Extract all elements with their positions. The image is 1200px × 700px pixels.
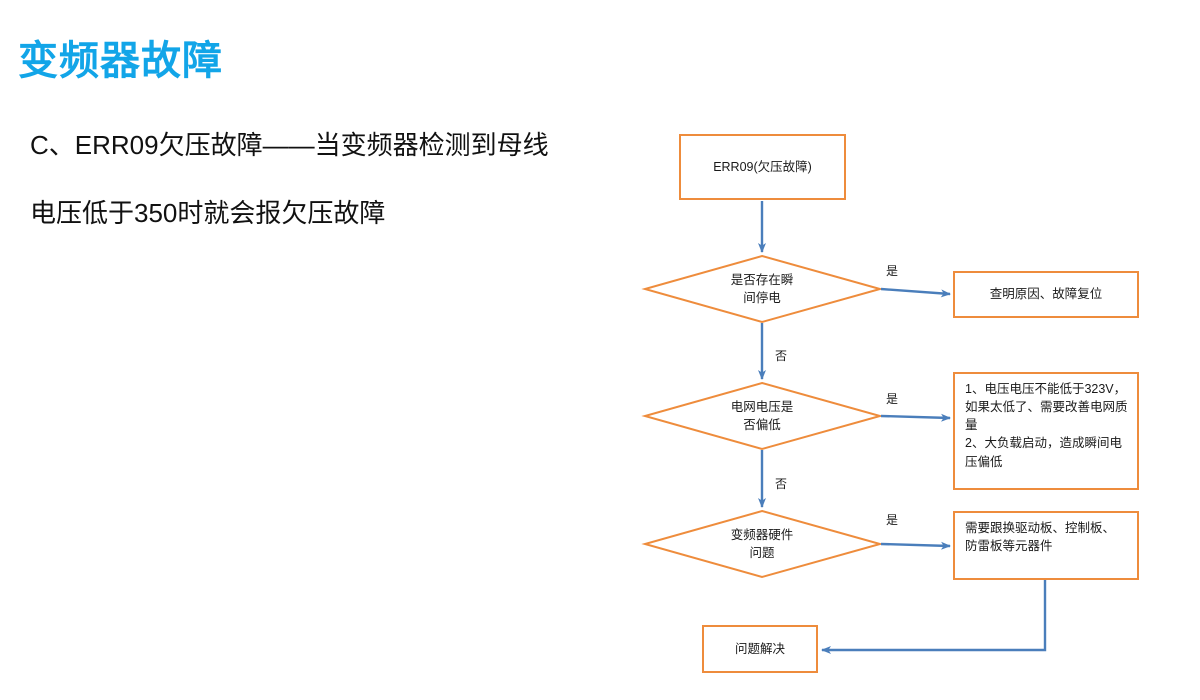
replace-boards-line-1: 需要跟换驱动板、控制板、 xyxy=(965,521,1116,535)
page-title: 变频器故障 xyxy=(18,39,223,83)
decision-hardware-shape[interactable] xyxy=(641,509,884,579)
decision-momentary-outage-shape[interactable] xyxy=(641,254,884,324)
node-resolved-label: 问题解决 xyxy=(734,641,785,656)
connector-decision1-yes xyxy=(880,287,951,298)
voltage-advice-line-5: 压偏低 xyxy=(965,454,1003,469)
node-resolved[interactable]: 问题解决 xyxy=(702,625,818,673)
voltage-advice-line-4: 2、大负载启动，造成瞬间电 xyxy=(965,436,1122,451)
replace-boards-line-2: 防雷板等元器件 xyxy=(965,539,1053,554)
node-find-cause[interactable]: 查明原因、故障复位 xyxy=(953,271,1139,318)
edge-label-no-2: 否 xyxy=(775,477,788,491)
decision-grid-voltage-shape[interactable] xyxy=(641,381,884,451)
voltage-advice-line-3: 量 xyxy=(965,418,978,433)
node-start[interactable]: ERR09(欠压故障) xyxy=(679,134,846,200)
edge-label-no-1: 否 xyxy=(775,349,788,363)
node-voltage-advice[interactable]: 1、电压电压不能低于323V， 如果太低了、需要改善电网质 量 2、大负载启动，… xyxy=(953,372,1139,490)
voltage-advice-line-1: 1、电压电压不能低于323V， xyxy=(965,382,1127,396)
node-replace-boards[interactable]: 需要跟换驱动板、控制板、 防雷板等元器件 xyxy=(953,511,1139,580)
body-text-line-2: 电压低于350时就会报欠压故障 xyxy=(30,198,386,228)
connector-decision2-yes xyxy=(880,413,951,422)
edge-label-yes-2: 是 xyxy=(886,392,899,406)
node-start-label: ERR09(欠压故障) xyxy=(713,159,812,174)
edge-label-yes-1: 是 xyxy=(886,264,899,278)
body-text-line-1: C、ERR09欠压故障——当变频器检测到母线 xyxy=(30,130,549,160)
node-find-cause-label: 查明原因、故障复位 xyxy=(989,287,1103,302)
connector-replace-to-resolved xyxy=(821,580,1047,654)
edge-label-yes-3: 是 xyxy=(886,513,899,527)
connector-decision3-yes xyxy=(880,541,951,550)
voltage-advice-line-2: 如果太低了、需要改善电网质 xyxy=(965,400,1128,415)
body-text: C、ERR09欠压故障——当变频器检测到母线 电压低于350时就会报欠压故障 xyxy=(30,132,650,226)
